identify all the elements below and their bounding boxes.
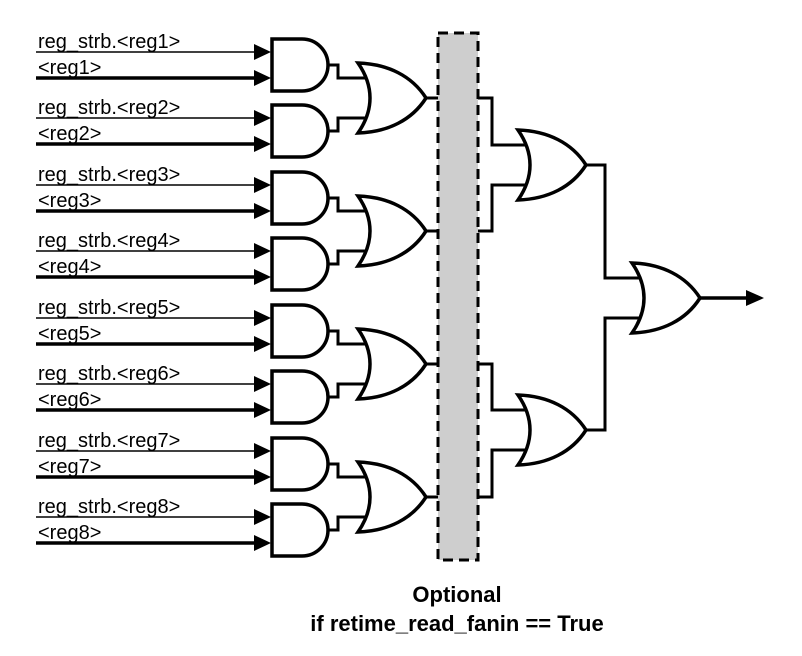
and-to-or-wire bbox=[328, 515, 372, 532]
input-arrowhead-icon bbox=[254, 469, 271, 485]
input-arrowhead-icon bbox=[254, 70, 271, 86]
input-label-strobe: reg_strb.<reg4> bbox=[38, 230, 180, 252]
optional-caption: Optional if retime_read_fanin == True bbox=[310, 580, 603, 638]
box-to-or3-wire bbox=[478, 96, 530, 147]
input-arrowhead-icon bbox=[254, 269, 271, 285]
and-gate-4 bbox=[270, 236, 330, 292]
input-arrowhead-icon bbox=[254, 177, 271, 193]
or-gate-stage2-2 bbox=[354, 194, 429, 268]
and-gate-7 bbox=[270, 436, 330, 492]
or3-to-final-wire bbox=[586, 316, 648, 432]
optional-region-box bbox=[436, 31, 480, 562]
input-arrowhead-icon bbox=[254, 203, 271, 219]
input-label-strobe: reg_strb.<reg2> bbox=[38, 97, 180, 119]
input-arrowhead-icon bbox=[254, 336, 271, 352]
input-arrowhead-icon bbox=[254, 376, 271, 392]
input-label-value: <reg6> bbox=[38, 389, 101, 411]
input-label-value: <reg4> bbox=[38, 256, 101, 278]
or3-to-final-wire bbox=[586, 163, 648, 280]
or-gate-stage3-1 bbox=[514, 128, 589, 202]
or-gate-stage2-4 bbox=[354, 460, 429, 534]
input-label-strobe: reg_strb.<reg7> bbox=[38, 430, 180, 452]
input-arrowhead-icon bbox=[254, 509, 271, 525]
input-arrowhead-icon bbox=[254, 243, 271, 259]
input-arrowhead-icon bbox=[254, 44, 271, 60]
box-to-or3-wire bbox=[478, 362, 530, 412]
output-arrowhead-icon bbox=[746, 290, 764, 306]
and-to-or-wire bbox=[328, 196, 372, 213]
input-label-value: <reg3> bbox=[38, 190, 101, 212]
input-label-value: <reg7> bbox=[38, 456, 101, 478]
or-gate-stage2-1 bbox=[354, 61, 429, 135]
and-to-or-wire bbox=[328, 329, 372, 346]
and-to-or-wire bbox=[328, 116, 372, 133]
and-gate-2 bbox=[270, 103, 330, 159]
or-gate-stage3-2 bbox=[514, 393, 589, 467]
box-to-or3-wire bbox=[478, 183, 530, 233]
input-arrowhead-icon bbox=[254, 136, 271, 152]
and-gate-6 bbox=[270, 369, 330, 425]
input-label-value: <reg1> bbox=[38, 57, 101, 79]
and-to-or-wire bbox=[328, 63, 372, 80]
input-label-value: <reg2> bbox=[38, 123, 101, 145]
and-gate-5 bbox=[270, 303, 330, 359]
input-arrowhead-icon bbox=[254, 535, 271, 551]
input-label-strobe: reg_strb.<reg3> bbox=[38, 164, 180, 186]
input-label-strobe: reg_strb.<reg1> bbox=[38, 31, 180, 53]
and-to-or-wire bbox=[328, 382, 372, 399]
input-arrowhead-icon bbox=[254, 110, 271, 126]
input-label-strobe: reg_strb.<reg8> bbox=[38, 496, 180, 518]
optional-caption-line1: Optional bbox=[412, 582, 502, 607]
input-arrowhead-icon bbox=[254, 443, 271, 459]
or-gate-final bbox=[628, 261, 703, 335]
box-to-or3-wire bbox=[478, 448, 530, 499]
input-arrowhead-icon bbox=[254, 310, 271, 326]
and-to-or-wire bbox=[328, 249, 372, 266]
and-gate-1 bbox=[270, 37, 330, 93]
input-label-strobe: reg_strb.<reg5> bbox=[38, 297, 180, 319]
and-gate-8 bbox=[270, 502, 330, 558]
and-gate-3 bbox=[270, 170, 330, 226]
input-label-strobe: reg_strb.<reg6> bbox=[38, 363, 180, 385]
or-gate-stage2-3 bbox=[354, 327, 429, 401]
input-label-value: <reg8> bbox=[38, 522, 101, 544]
optional-caption-line2: if retime_read_fanin == True bbox=[310, 611, 604, 636]
and-to-or-wire bbox=[328, 462, 372, 479]
input-arrowhead-icon bbox=[254, 402, 271, 418]
input-label-value: <reg5> bbox=[38, 323, 101, 345]
